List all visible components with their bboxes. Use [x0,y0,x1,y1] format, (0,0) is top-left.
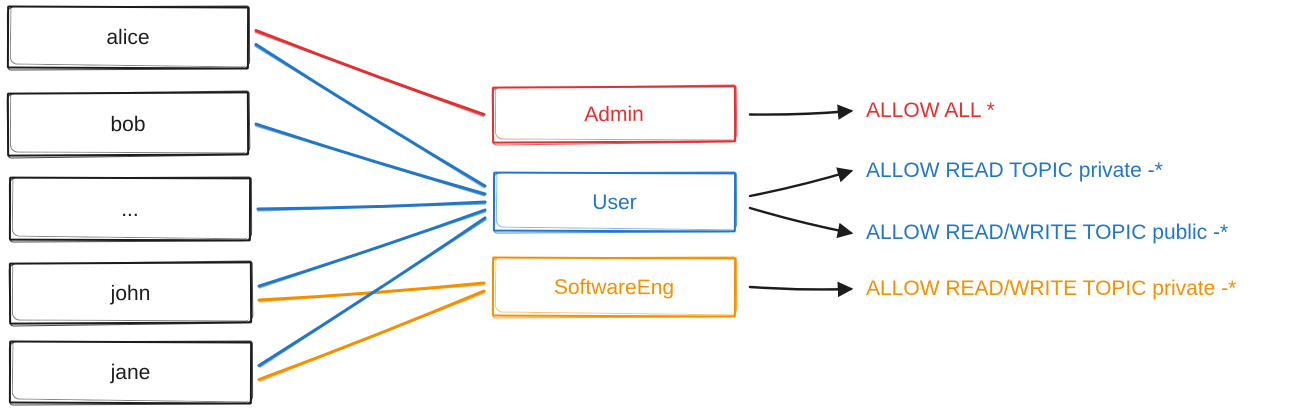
user-box-ellipsis: ... [8,176,252,242]
user-box-john: john [8,261,253,325]
membership-line [254,43,487,188]
user-box-alice: alice [6,5,250,70]
membership-line-echo [258,211,487,289]
permission-label-read-private: ALLOW READ TOPIC private -* [866,159,1163,182]
membership-line-echo [254,125,486,197]
membership-line [257,281,486,302]
grant-arrow [748,281,854,298]
user-box-jane: jane [8,340,253,405]
user-label-bob: bob [110,112,146,136]
membership-line-echo [257,203,486,212]
membership-line-echo [259,219,487,368]
user-box-bob: bob [6,91,250,157]
role-box-admin: Admin [491,85,737,144]
role-label-user: User [592,190,637,214]
role-label-admin: Admin [584,102,644,127]
grant-arrow [748,104,854,120]
membership-line-echo [254,45,485,189]
role-box-softwareeng: SoftwareEng [491,256,737,318]
grant-arrow [748,167,854,198]
permission-label-readwrite-public: ALLOW READ/WRITE TOPIC public -* [866,221,1229,244]
grant-arrow [748,206,854,239]
membership-line [254,29,486,116]
permission-label-allow-all: ALLOW ALL * [866,99,995,122]
user-label-jane: jane [110,360,151,385]
membership-line [254,122,487,196]
user-label-ellipsis: ... [121,197,139,221]
membership-line-echo [259,292,486,383]
membership-line [257,289,486,381]
permission-label-readwrite-private: ALLOW READ/WRITE TOPIC private -* [866,277,1237,300]
membership-line-echo [254,31,484,118]
membership-line [257,208,487,288]
user-label-alice: alice [106,25,150,50]
role-box-user: User [492,171,737,233]
membership-line [257,216,487,367]
role-label-softwareeng: SoftwareEng [553,275,675,299]
user-label-john: john [110,281,151,305]
